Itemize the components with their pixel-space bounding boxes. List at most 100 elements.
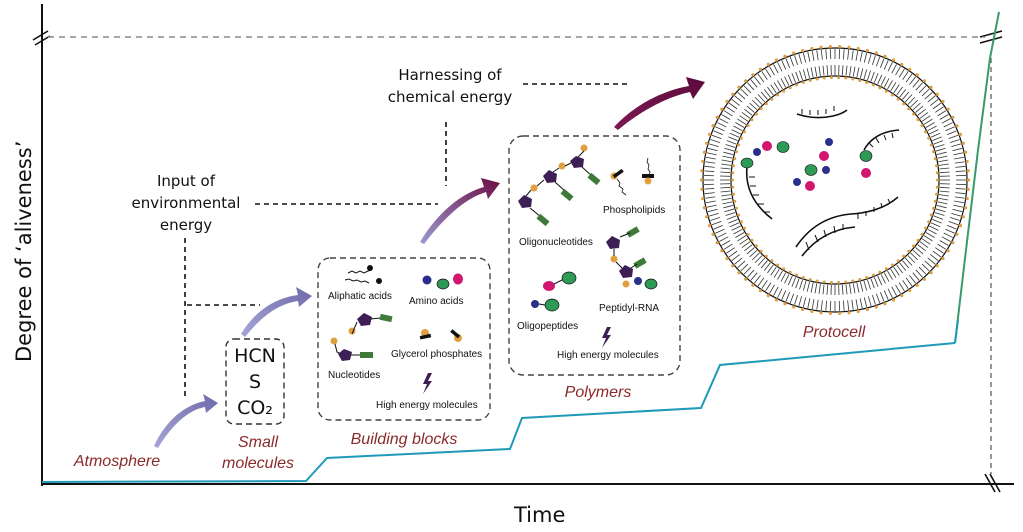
high-energy-molecules-label: High energy molecules (557, 350, 659, 361)
environmental-energy-line: Input of (156, 172, 216, 190)
lipid-head (902, 102, 906, 106)
lipid-tail (723, 205, 734, 209)
lipid-head (924, 130, 928, 134)
lipid-head (837, 280, 841, 284)
lipid-tail (863, 52, 868, 63)
lipid-head (874, 305, 878, 309)
stage-label-line: molecules (221, 455, 295, 472)
lipid-head (725, 256, 729, 261)
lipid-tail (923, 235, 933, 242)
lipid-head (851, 77, 855, 81)
lipid-tail (939, 186, 950, 189)
lipid-head (946, 249, 950, 253)
lipid-tail (728, 102, 738, 110)
aliphatic-acids-icon (344, 265, 382, 284)
lipid-head (929, 85, 933, 89)
lipid-head (871, 83, 875, 87)
lipid-tail (757, 94, 766, 103)
lipid-tail (811, 50, 815, 61)
lipid-tail (909, 275, 916, 284)
lipid-tail (905, 277, 913, 287)
lipid-head (961, 215, 965, 219)
lipid-head (961, 141, 965, 145)
lipid-head (907, 249, 911, 253)
lipid-head (883, 302, 887, 306)
lipid-tail (921, 263, 930, 272)
lipid-head (758, 289, 762, 293)
lipid-head (908, 289, 912, 293)
lipid-tail (952, 208, 963, 213)
lipid-tail (910, 99, 919, 108)
lipid-tail (867, 296, 872, 307)
lipid-tail (715, 228, 725, 234)
lipid-head (933, 199, 937, 203)
lipid-tail (705, 196, 716, 199)
lipid-tail (939, 167, 950, 170)
lipid-tail (847, 300, 850, 311)
lipid-head (788, 270, 792, 274)
environmental-energy-label: Input of environmental energy (130, 170, 242, 236)
lipid-head (838, 44, 842, 49)
lipid-head (705, 141, 709, 145)
lipid-head (782, 267, 786, 271)
lipid-head (907, 107, 911, 111)
lipid-tail (799, 70, 803, 81)
lipid-tail (741, 241, 751, 248)
lipid-head (896, 259, 900, 263)
lipid-tail (948, 221, 959, 226)
lipid-tail (734, 257, 743, 265)
lipid-tail (896, 264, 903, 274)
lipid-head (731, 164, 735, 168)
amino-acids-label: Amino acids (409, 296, 464, 307)
lipid-tail (934, 144, 945, 148)
lipid-tail (791, 277, 797, 287)
lipid-tail (728, 136, 738, 142)
lipid-head (958, 224, 963, 228)
lipid-tail (806, 281, 810, 292)
lipid-head (915, 73, 919, 77)
lipid-head (742, 226, 746, 230)
lipid-tail (899, 262, 907, 271)
lipid-tail (734, 95, 743, 103)
lipid-tail (744, 244, 753, 252)
lipid-head (783, 54, 787, 58)
lipid-tail (891, 64, 897, 74)
lipid-tail (870, 278, 875, 289)
stage-label-small-molecules: Small molecules (215, 432, 301, 474)
lipid-tail (737, 260, 746, 268)
lipid-tail (915, 269, 923, 278)
lipid-head (734, 206, 738, 210)
environmental-energy-line: energy (159, 216, 213, 234)
lipid-head (750, 238, 754, 242)
lipid-tail (777, 270, 783, 280)
lipid-tail (925, 122, 935, 128)
lipid-tail (927, 95, 936, 103)
lipid-tail (722, 201, 733, 205)
lipid-head (935, 264, 939, 268)
lipid-tail (919, 112, 929, 119)
lipid-tail (705, 200, 716, 204)
lipid-tail (798, 296, 803, 307)
lipid-head (963, 206, 968, 210)
lipid-tail (851, 299, 854, 310)
lipid-head (963, 150, 968, 154)
lipid-tail (902, 91, 910, 100)
lipid-tail (721, 163, 732, 166)
lipid-tail (938, 194, 949, 197)
lipid-tail (912, 249, 921, 258)
lipid-tail (907, 96, 916, 105)
lipid-tail (739, 115, 749, 122)
lipid-tail (735, 122, 745, 128)
lipid-tail (872, 55, 876, 66)
lipid-tail (761, 280, 768, 289)
lipid-tail (826, 65, 829, 76)
arrow-building-to-polymers (420, 178, 500, 244)
phospholipids-icon (610, 157, 654, 196)
lipid-tail (767, 264, 774, 274)
lipid-head (707, 224, 712, 228)
small-molecules-box (225, 338, 285, 425)
lipid-tail (711, 134, 722, 139)
lipid-head (929, 213, 933, 217)
lipid-tail (733, 125, 743, 132)
lipid-head (731, 178, 734, 182)
